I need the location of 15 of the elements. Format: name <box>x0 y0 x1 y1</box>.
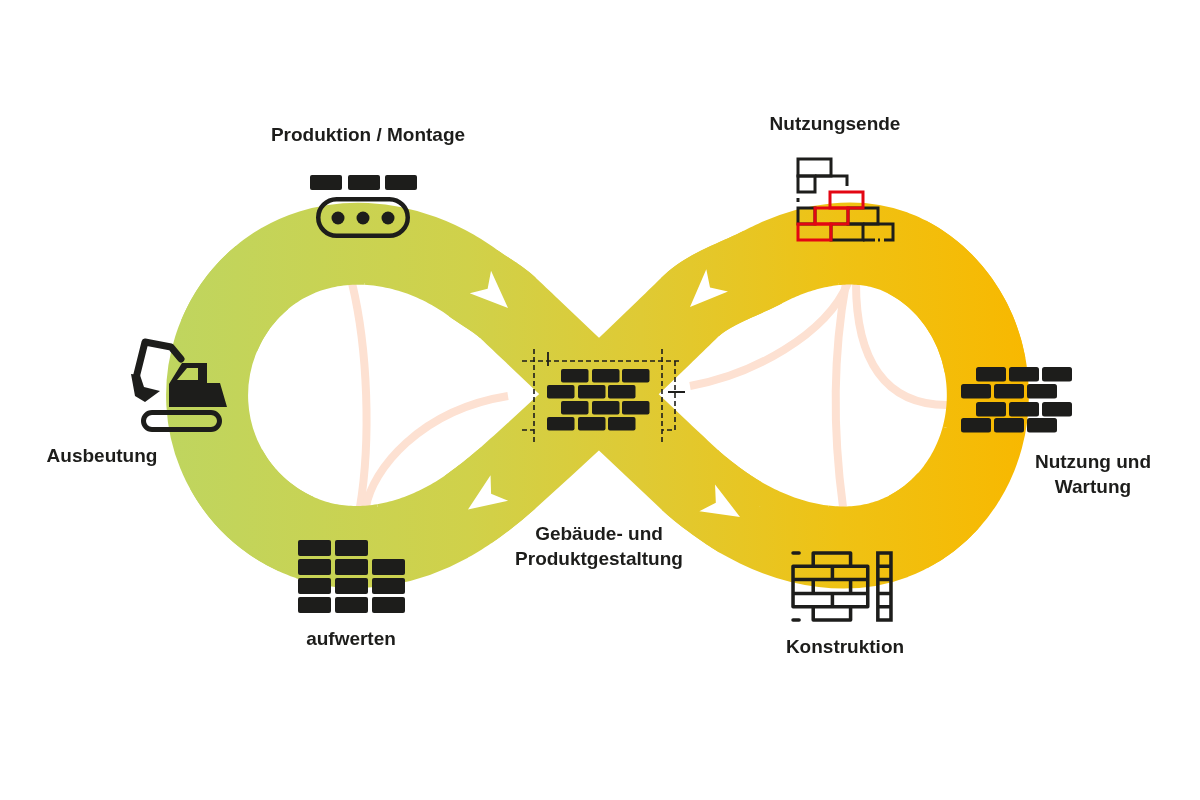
loop-band-segment <box>838 212 1027 428</box>
loop-band-arrow <box>638 221 839 365</box>
loop-band-arrow <box>364 234 560 365</box>
stage-label: Nutzung und Wartung <box>1033 450 1153 499</box>
loop-band-segment <box>828 426 1000 577</box>
stage-label: Ausbeutung <box>46 445 158 467</box>
stage-label: aufwerten <box>306 628 396 650</box>
connector-line <box>362 392 509 508</box>
connector-line <box>348 282 371 508</box>
connector-line <box>852 282 948 409</box>
stage-label: Nutzungsende <box>769 113 901 135</box>
stage-label: Gebäude- und Produktgestaltung <box>514 522 684 571</box>
stage-label: Produktion / Montage <box>270 124 466 146</box>
stage-label: Konstruktion <box>785 636 905 658</box>
connector-line <box>831 282 850 508</box>
